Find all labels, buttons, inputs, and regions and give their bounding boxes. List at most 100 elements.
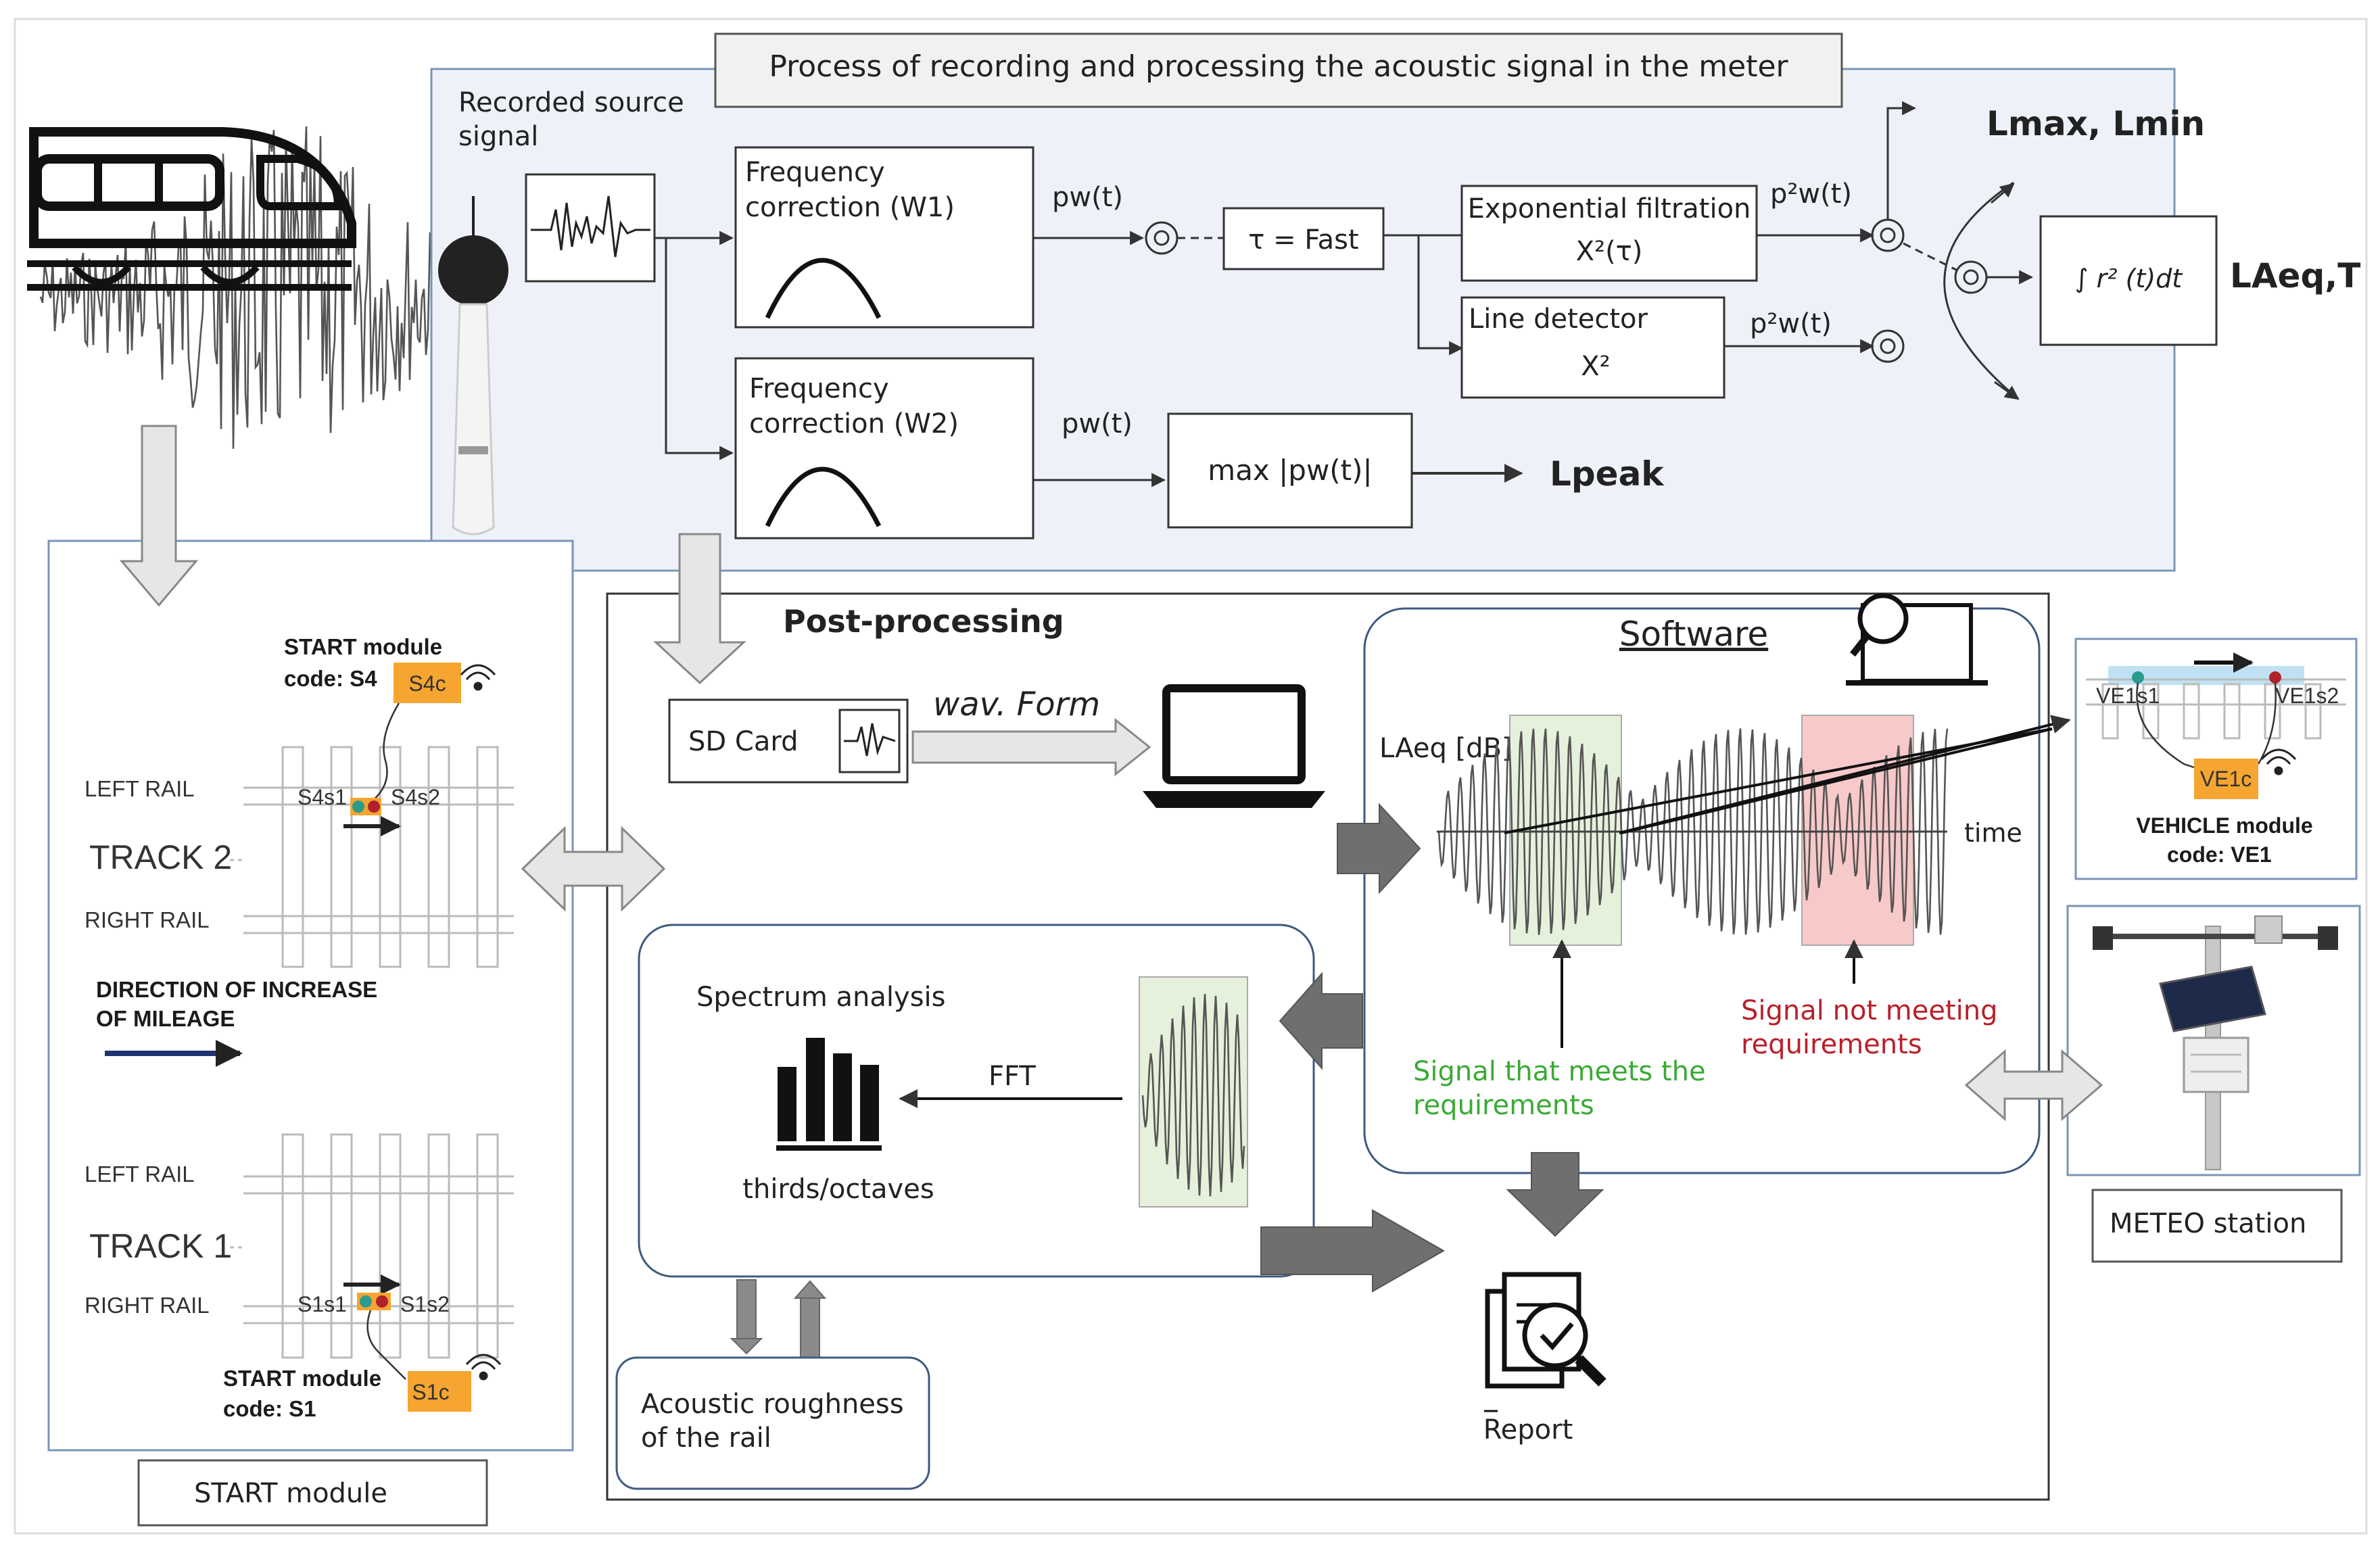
ve1c-badge bbox=[2194, 759, 2258, 799]
right-rail-1: RIGHT RAIL bbox=[85, 1293, 210, 1318]
line-detector-box bbox=[1460, 296, 1726, 399]
start-caption-box bbox=[137, 1459, 488, 1527]
process-panel: Process of recording and processing the … bbox=[430, 32, 2360, 572]
s4-title: START module bbox=[284, 634, 442, 659]
exp-filtration-label: Exponential filtration bbox=[1468, 193, 1751, 224]
exp-filtration-box bbox=[1460, 185, 1758, 282]
fft-label: FFT bbox=[989, 1061, 1036, 1092]
post-title: Post-processing bbox=[783, 603, 1064, 640]
to-software-arrow bbox=[1337, 803, 1421, 894]
track-2-label: TRACK 2 bbox=[89, 838, 232, 876]
s4c-label: S4c bbox=[408, 671, 446, 696]
notmeet-label-2: requirements bbox=[1741, 1029, 1922, 1060]
vehicle-module-panel: VE1s1 VE1s2 VE1c VEHICLE module code: VE… bbox=[2074, 638, 2358, 880]
track-1-label: TRACK 1 bbox=[89, 1227, 232, 1265]
left-rail-1: LEFT RAIL bbox=[85, 1162, 195, 1187]
fc1-label-2: correction (W1) bbox=[745, 192, 955, 223]
max-label: max |pw(t)| bbox=[1208, 454, 1372, 487]
right-rail-2: RIGHT RAIL bbox=[85, 907, 210, 932]
max-box bbox=[1167, 412, 1413, 529]
start-post-double-arrow bbox=[521, 826, 666, 912]
s4-code: code: S4 bbox=[284, 666, 377, 691]
weather-station-icon bbox=[2093, 915, 2338, 1170]
recorded-label-1: Recorded source bbox=[458, 87, 684, 118]
pw-bottom-label: pw(t) bbox=[1062, 408, 1133, 439]
s1s1-label: S1s1 bbox=[298, 1292, 347, 1316]
post-processing-panel: Post-processing SD Card wav. Form Softwa… bbox=[606, 592, 2071, 1501]
outer-frame bbox=[14, 18, 2368, 1535]
s1-title: START module bbox=[223, 1366, 381, 1391]
roughness-label-1: Acoustic roughness bbox=[641, 1389, 904, 1420]
meteo-double-arrow bbox=[1964, 1049, 2103, 1122]
fc2-label-1: Frequency bbox=[749, 373, 889, 404]
integral-box bbox=[2039, 215, 2218, 346]
report-icon bbox=[1485, 1272, 1606, 1389]
roughness-box bbox=[615, 1356, 930, 1490]
recorded-label-2: signal bbox=[458, 121, 538, 152]
thirds-label: thirds/octaves bbox=[742, 1174, 934, 1205]
vehicle-title: VEHICLE module bbox=[2136, 813, 2312, 838]
start-module-panel: START module code: S4 S4c S4s1 S4s2 LEFT… bbox=[47, 540, 574, 1527]
s4s1-label: S4s1 bbox=[298, 785, 347, 809]
meets-label-2: requirements bbox=[1413, 1090, 1594, 1121]
meets-label-1: Signal that meets the bbox=[1413, 1056, 1706, 1087]
to-spectrum-arrow bbox=[1279, 972, 1363, 1070]
meteo-caption-box bbox=[2091, 1189, 2343, 1263]
ve1s1-label: VE1s1 bbox=[2096, 684, 2160, 708]
left-rail-2: LEFT RAIL bbox=[85, 776, 195, 801]
p2-bottom-label: p²w(t) bbox=[1750, 308, 1832, 339]
line-detector-label: Line detector bbox=[1469, 304, 1648, 335]
meteo-caption: METEO station bbox=[2110, 1208, 2306, 1239]
fc1-label-1: Frequency bbox=[745, 157, 885, 188]
p2-top-label: p²w(t) bbox=[1770, 178, 1852, 210]
laptop-icon bbox=[1143, 684, 1325, 808]
lmax-label: Lmax, Lmin bbox=[1986, 104, 2205, 143]
tau-label: τ = Fast bbox=[1248, 224, 1358, 256]
s1-code: code: S1 bbox=[223, 1396, 316, 1421]
exp-filtration-formula: X²(τ) bbox=[1576, 236, 1643, 267]
s1c-label: S1c bbox=[412, 1380, 449, 1404]
process-title-box bbox=[714, 32, 1843, 108]
s1s2-label: S1s2 bbox=[400, 1292, 450, 1316]
histogram-icon bbox=[776, 1038, 882, 1151]
notmeet-region bbox=[1801, 715, 1914, 946]
process-title: Process of recording and processing the … bbox=[769, 49, 1788, 84]
direction-label-1: DIRECTION OF INCREASE bbox=[96, 977, 377, 1002]
search-laptop-icon bbox=[1846, 593, 1988, 686]
roughness-label-2: of the rail bbox=[641, 1423, 771, 1454]
laeq-label: LAeq,T bbox=[2230, 256, 2360, 295]
s4-wireless-icon bbox=[460, 664, 496, 691]
lpeak-label: Lpeak bbox=[1550, 454, 1665, 494]
freq-correction-w2-box bbox=[734, 357, 1034, 540]
time-label: time bbox=[1964, 818, 2022, 848]
train-to-start-arrow bbox=[119, 425, 199, 607]
direction-label-2: OF MILEAGE bbox=[96, 1006, 235, 1031]
pw-top-label: pw(t) bbox=[1052, 182, 1123, 213]
s4c-badge bbox=[394, 663, 461, 703]
meteo-panel: METEO station bbox=[2066, 905, 2361, 1263]
start-caption: START module bbox=[194, 1478, 387, 1509]
to-report-arrow-top bbox=[1506, 1152, 1604, 1237]
sd-card-label: SD Card bbox=[688, 726, 798, 757]
wav-arrow bbox=[911, 717, 1151, 777]
report-label: Report bbox=[1483, 1414, 1573, 1446]
integral-formula: ∫ r² (t)dt bbox=[2075, 264, 2183, 293]
s1-wireless-icon bbox=[465, 1354, 502, 1381]
tau-box bbox=[1222, 207, 1385, 270]
ve1s2-label: VE1s2 bbox=[2275, 684, 2339, 708]
vehicle-code: code: VE1 bbox=[2167, 842, 2272, 867]
fc2-label-2: correction (W2) bbox=[749, 408, 959, 439]
ve1c-label: VE1c bbox=[2200, 767, 2252, 791]
s4s2-label: S4s2 bbox=[391, 785, 440, 809]
process-to-post-arrow bbox=[653, 533, 746, 685]
notmeet-label-1: Signal not meeting bbox=[1741, 995, 1998, 1026]
w2-curve bbox=[765, 467, 882, 527]
ve-wireless-icon bbox=[2260, 748, 2297, 775]
software-title: Software bbox=[1619, 615, 1768, 654]
train-illustration bbox=[27, 126, 448, 449]
line-detector-formula: X² bbox=[1581, 351, 1610, 382]
wav-form-label: wav. Form bbox=[933, 686, 1100, 723]
w1-curve bbox=[765, 258, 882, 319]
s1c-badge bbox=[408, 1371, 471, 1412]
laeq-axis-label: LAeq [dB] bbox=[1379, 733, 1513, 764]
